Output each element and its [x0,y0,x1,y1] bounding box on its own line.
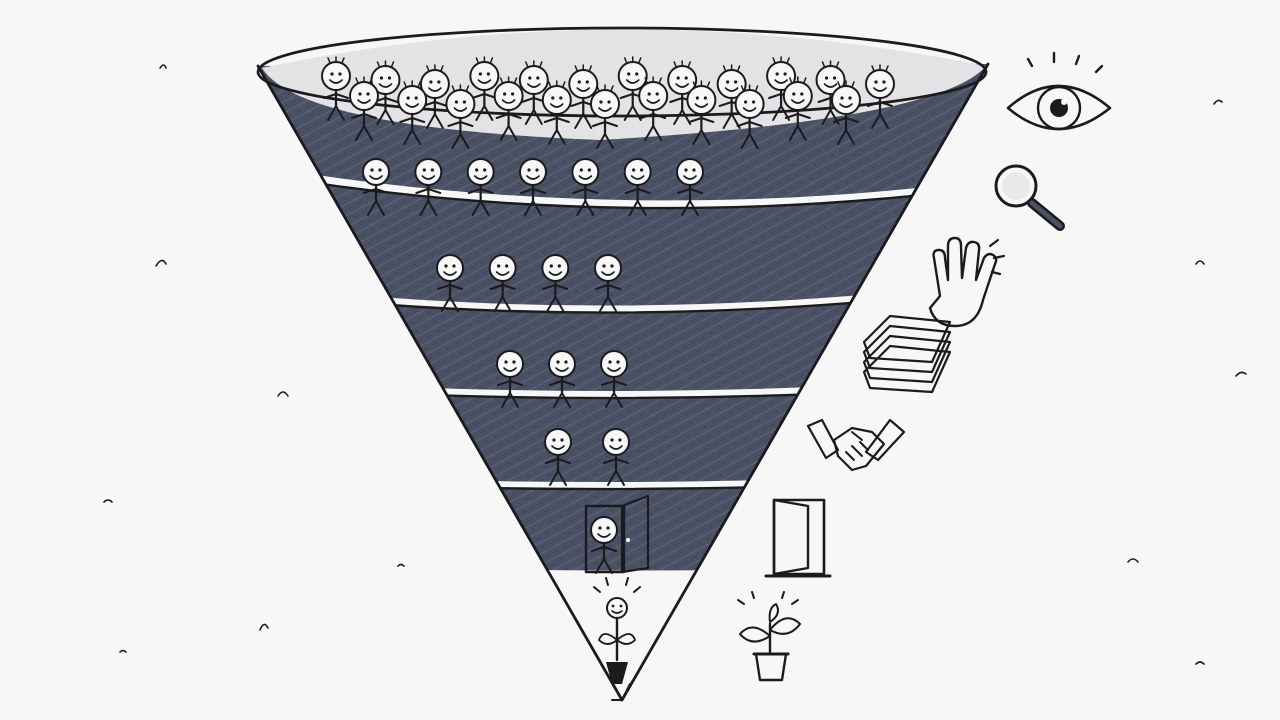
potted-plant-icon [737,591,801,682]
stick-person [782,76,813,141]
stacked-papers-icon [862,314,952,394]
stick-person [541,80,572,145]
funnel [256,26,990,702]
stick-person [397,80,428,145]
stick-person [518,60,549,125]
background-specks [103,64,1247,665]
stick-person [571,158,600,216]
stick-person [541,254,570,312]
stick-person [617,56,648,121]
stick-person [831,80,861,145]
stick-person [488,254,517,312]
stick-person [568,64,599,129]
funnel-door [584,494,650,574]
stage-icons [737,51,1112,682]
stick-person [544,428,572,486]
tip-plant-person [593,577,641,684]
magnifier-icon [994,164,1065,231]
stick-person [419,64,450,129]
stick-person [590,516,618,574]
stick-person [493,76,524,141]
stick-person [594,254,622,312]
stick-person [638,76,669,141]
stick-person [414,158,443,216]
stick-person [370,60,401,125]
handshake-icon [806,418,906,472]
raised-hand-icon [928,236,1006,328]
funnel-tip-area [258,574,988,700]
stick-person [519,158,547,216]
funnel-rim [256,26,988,118]
stick-person [466,158,495,216]
stick-person [600,350,628,408]
stick-person [865,64,895,129]
stick-person [686,80,717,145]
stick-person [815,60,846,125]
stick-person [602,428,630,486]
stick-person [734,84,765,149]
stick-person [469,56,500,121]
stick-person [496,350,524,408]
eye-icon [1006,51,1112,131]
stick-person [362,158,390,216]
stick-person [321,56,351,121]
stick-person [623,158,652,216]
stick-person [349,76,379,141]
stick-person [548,350,576,408]
stick-person [590,84,620,149]
stick-person [445,84,476,149]
stick-person [676,158,704,216]
people-groups [321,56,895,574]
stick-person [766,56,797,121]
stick-person [436,254,464,312]
open-door-icon [764,498,832,578]
stick-person [667,60,698,125]
